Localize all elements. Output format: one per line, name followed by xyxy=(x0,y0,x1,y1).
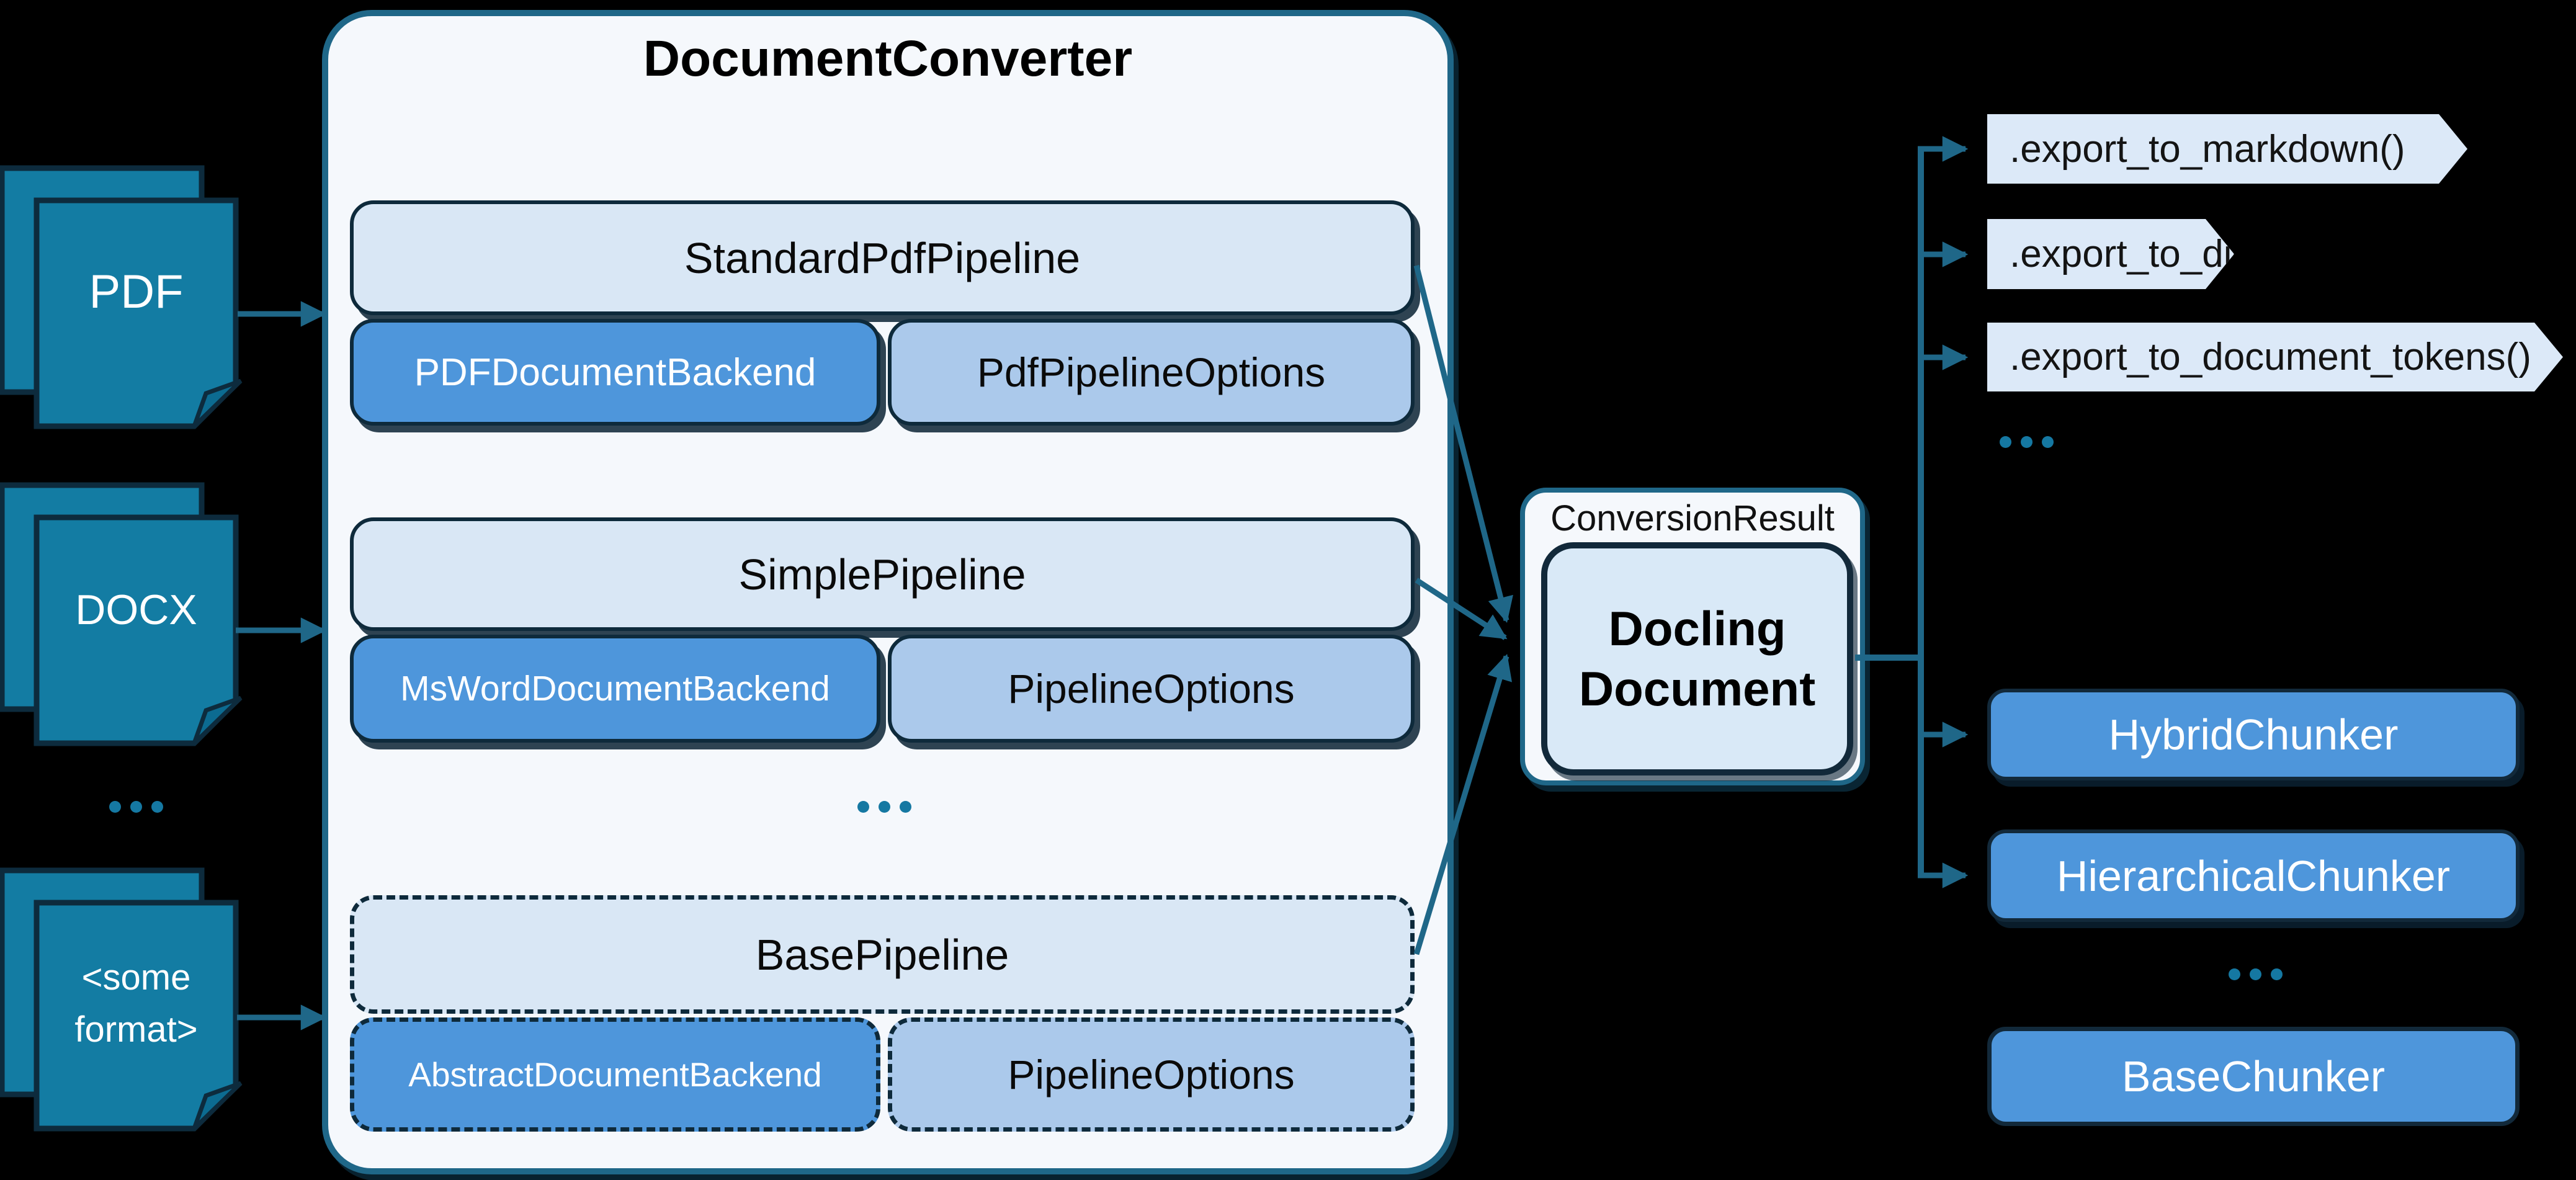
simple-pipeline-box: SimplePipeline xyxy=(350,517,1415,631)
base-pipeline-options-label: PipelineOptions xyxy=(1008,1052,1295,1097)
pdf-source-label: PDF xyxy=(89,265,184,318)
export-to-markdown-label: .export_to_markdown() xyxy=(2010,127,2405,171)
simple-pipeline-label: SimplePipeline xyxy=(738,550,1026,599)
docling-document-line1: Docling xyxy=(1608,601,1786,656)
export-to-dict-label: .export_to_dict() xyxy=(2010,233,2288,275)
export-to-dict-chevron: .export_to_dict() xyxy=(1987,219,2234,289)
base-pipeline-label: BasePipeline xyxy=(755,930,1009,979)
standard-pdf-pipeline-label: StandardPdfPipeline xyxy=(684,233,1081,282)
base-chunker-box: BaseChunker xyxy=(1987,1027,2520,1126)
docling-document-line2: Document xyxy=(1578,661,1816,716)
conversion-result-label: ConversionResult xyxy=(1550,498,1835,539)
hierarchical-chunker-box: HierarchicalChunker xyxy=(1987,829,2520,922)
exports-ellipsis-dots: ... xyxy=(1980,436,2073,448)
some-format-line1: <some xyxy=(81,957,191,998)
pipeline-options-label: PipelineOptions xyxy=(1008,666,1295,712)
chunkers-ellipsis-dots: ... xyxy=(2209,968,2302,980)
hierarchical-chunker-label: HierarchicalChunker xyxy=(2056,851,2451,900)
standard-pdf-pipeline-box: StandardPdfPipeline xyxy=(350,200,1415,315)
pdf-pipeline-options-box: PdfPipelineOptions xyxy=(888,319,1415,426)
base-pipeline-options-box: PipelineOptions xyxy=(888,1017,1415,1132)
docling-document-box: Docling Document xyxy=(1541,542,1853,775)
hybrid-chunker-box: HybridChunker xyxy=(1987,689,2520,780)
export-to-document-tokens-chevron: .export_to_document_tokens() xyxy=(1987,323,2563,391)
some-format-source-label: <some format> xyxy=(37,957,236,1050)
sources-ellipsis-dots: ... xyxy=(89,801,182,813)
pipeline-options-box: PipelineOptions xyxy=(888,635,1415,743)
abstract-document-backend-label: AbstractDocumentBackend xyxy=(408,1055,822,1094)
pdf-document-backend-label: PDFDocumentBackend xyxy=(414,351,816,394)
docx-source-label: DOCX xyxy=(75,586,197,633)
document-converter-title: DocumentConverter xyxy=(643,30,1133,87)
msword-document-backend-box: MsWordDocumentBackend xyxy=(350,635,880,743)
converter-ellipsis-dots: ... xyxy=(838,801,931,813)
abstract-document-backend-box: AbstractDocumentBackend xyxy=(350,1017,880,1132)
hybrid-chunker-label: HybridChunker xyxy=(2108,710,2399,759)
pdf-document-backend-box: PDFDocumentBackend xyxy=(350,319,880,426)
export-to-document-tokens-label: .export_to_document_tokens() xyxy=(2010,336,2531,378)
base-pipeline-box: BasePipeline xyxy=(350,895,1415,1014)
base-chunker-label: BaseChunker xyxy=(2121,1052,2386,1101)
export-to-markdown-chevron: .export_to_markdown() xyxy=(1987,114,2467,184)
some-format-line2: format> xyxy=(74,1009,198,1050)
pdf-pipeline-options-label: PdfPipelineOptions xyxy=(977,349,1326,395)
msword-document-backend-label: MsWordDocumentBackend xyxy=(400,669,830,708)
